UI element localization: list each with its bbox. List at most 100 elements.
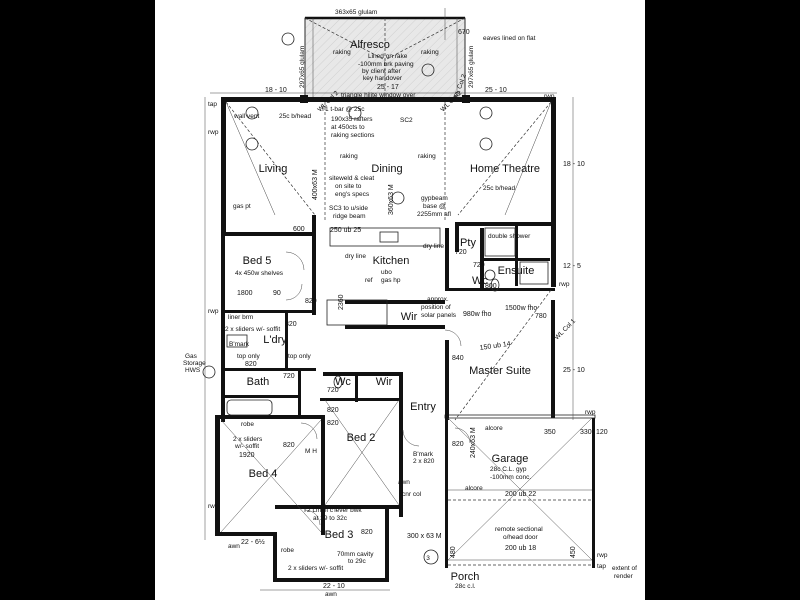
- note-gas-storage-1: Gas: [185, 353, 198, 360]
- dim-300x63: 300 x 63 M: [407, 533, 442, 540]
- note-ubo: ubo: [381, 269, 392, 276]
- room-label-ensuite: Ensuite: [498, 265, 535, 277]
- dim-670: 670: [458, 29, 470, 36]
- note-gas-hp: gas hp: [381, 277, 401, 284]
- note-rwp-left: rwp: [208, 308, 219, 315]
- note-triangle-window: triangle hilite window over: [341, 92, 416, 99]
- room-label-pantry: Pty: [460, 237, 476, 249]
- note-tap-top: tap: [208, 101, 217, 108]
- note-theatre-head: 25c b/head: [483, 185, 516, 192]
- note-sliders-soffit: 2 x sliders w/- soffit: [225, 326, 280, 333]
- note-dry-line-kitchen: dry line: [345, 253, 366, 260]
- note-glulam-vert-right: 297x65 glulam: [468, 46, 475, 88]
- note-cnr-col: cnr col: [402, 491, 422, 498]
- dim-820-bed2: 820: [327, 420, 339, 427]
- dim-250ub: 250 ub 25: [330, 227, 361, 234]
- note-solar-1: approx.: [427, 296, 449, 303]
- room-label-porch: Porch: [451, 571, 480, 583]
- outer-walls: [215, 97, 596, 582]
- room-label-master-suite: Master Suite: [469, 365, 531, 377]
- dim-800: 800: [485, 283, 497, 290]
- dim-1500w: 1500w fho: [505, 305, 537, 312]
- note-garage-ceiling-2: -100mm conc.: [490, 474, 531, 481]
- note-robe-bed3: robe: [281, 547, 294, 554]
- dim-720-wc2: 720: [327, 387, 339, 394]
- note-rafters-2: at 450cts to: [331, 124, 365, 131]
- note-bed3-sliders: 2 x sliders w/- soffit: [288, 565, 343, 572]
- note-alfresco-handover: key handover: [363, 75, 403, 82]
- note-liner-brm: liner brm: [228, 314, 253, 321]
- dim-25-10-right: 25 - 10: [563, 367, 585, 374]
- note-garage-ceiling-1: 28c C.L. gyp: [490, 466, 527, 473]
- room-label-garage: Garage: [492, 453, 529, 465]
- note-cavity-2: to 29c: [348, 558, 366, 565]
- dim-820-garage: 820: [452, 441, 464, 448]
- note-extent-2: render: [614, 573, 634, 580]
- note-sc3-2: ridge beam: [333, 213, 366, 220]
- note-mh: M H: [305, 448, 317, 455]
- dim-12-5: 12 - 5: [563, 263, 581, 270]
- note-raking-alfresco-left: raking: [333, 49, 351, 56]
- note-bmark-laundry: B'mark: [229, 341, 250, 348]
- dimension-lines: [204, 8, 574, 591]
- dim-90: 90: [273, 290, 281, 297]
- room-label-entry: Entry: [410, 401, 436, 413]
- dim-840: 840: [452, 355, 464, 362]
- note-gas-storage-2: Storage: [183, 360, 206, 367]
- floor-plan-sheet: Alfresco Living Dining Home Theatre Kitc…: [155, 0, 645, 600]
- note-wl-col1: WL Col 1: [553, 317, 577, 341]
- dim-820-ldry2: 820: [245, 361, 257, 368]
- note-rwp-bottom: rwp: [597, 552, 608, 559]
- note-sc2: SC2: [400, 117, 413, 124]
- dim-200ub18: 200 ub 18: [505, 545, 536, 552]
- dim-600: 600: [293, 226, 305, 233]
- note-sc3-1: SC3 to u/side: [329, 205, 368, 212]
- room-label-bath: Bath: [247, 376, 270, 388]
- note-alfresco-client: by client after: [362, 68, 401, 75]
- room-label-kitchen: Kitchen: [373, 255, 410, 267]
- note-siteweld-2: on site to: [335, 183, 362, 190]
- note-alcore-top: alcore: [485, 425, 503, 432]
- note-bed2-bmark-1: B'mark: [413, 451, 434, 458]
- internal-walls: [215, 215, 555, 535]
- note-alfresco-paving: -100mm brk paving: [358, 61, 414, 68]
- dim-820-ldry: 820: [285, 321, 297, 328]
- dim-820-bed3: 820: [361, 529, 373, 536]
- note-rwp-top-right: rwp: [544, 93, 555, 100]
- note-t2-lintel-2: at 29 to 32c: [313, 515, 348, 522]
- alfresco-area: [300, 16, 470, 103]
- dim-400x63: 400x63 M: [312, 169, 319, 200]
- room-label-ensuite-wc: Wc: [472, 275, 488, 287]
- note-robe-bed4: robe: [241, 421, 254, 428]
- note-double-shower: double shower: [488, 233, 531, 240]
- note-living-head: 25c b/head: [279, 113, 312, 120]
- fixtures: [202, 32, 549, 565]
- note-bed4-sliders-2: w/- soffit: [234, 443, 259, 450]
- note-tap-garage: tap: [597, 563, 606, 570]
- room-labels: Alfresco Living Dining Home Theatre Kitc…: [243, 39, 540, 583]
- note-remote-2: o/head door: [503, 534, 539, 541]
- note-awn-bed3: awn: [325, 591, 337, 598]
- room-label-bed3: Bed 3: [325, 529, 354, 541]
- note-t2-lintel-1: T2 Lintel c'lever bwk: [303, 507, 362, 514]
- dim-25-17: 25 - 17: [377, 84, 399, 91]
- note-solar-3: solar panels: [421, 312, 457, 319]
- note-rwp-top-left: rwp: [208, 129, 219, 136]
- note-ref: ref: [365, 277, 373, 284]
- dim-720-pty: 720: [455, 249, 467, 256]
- room-label-dining: Dining: [371, 163, 402, 175]
- roof-lines: [220, 101, 593, 561]
- dim-820-bed5: 820: [305, 298, 317, 305]
- note-awn-entry: awn: [398, 479, 410, 486]
- note-rafters-1: 190x35 rafters: [331, 116, 373, 123]
- dim-820-bed4: 820: [283, 442, 295, 449]
- dim-25-10-top: 25 - 10: [485, 87, 507, 94]
- room-label-bed4: Bed 4: [249, 468, 278, 480]
- dim-720-bath: 720: [283, 373, 295, 380]
- note-siteweld-3: eng's specs: [335, 191, 370, 198]
- dimension-labels: 18 - 10 25 - 17 25 - 10 670 600 250 ub 2…: [237, 29, 608, 590]
- dim-200ub22: 200 ub 22: [505, 491, 536, 498]
- note-glulam-vert-left: 297x65 glulam: [299, 46, 306, 88]
- dim-720-wc: 720: [473, 262, 485, 269]
